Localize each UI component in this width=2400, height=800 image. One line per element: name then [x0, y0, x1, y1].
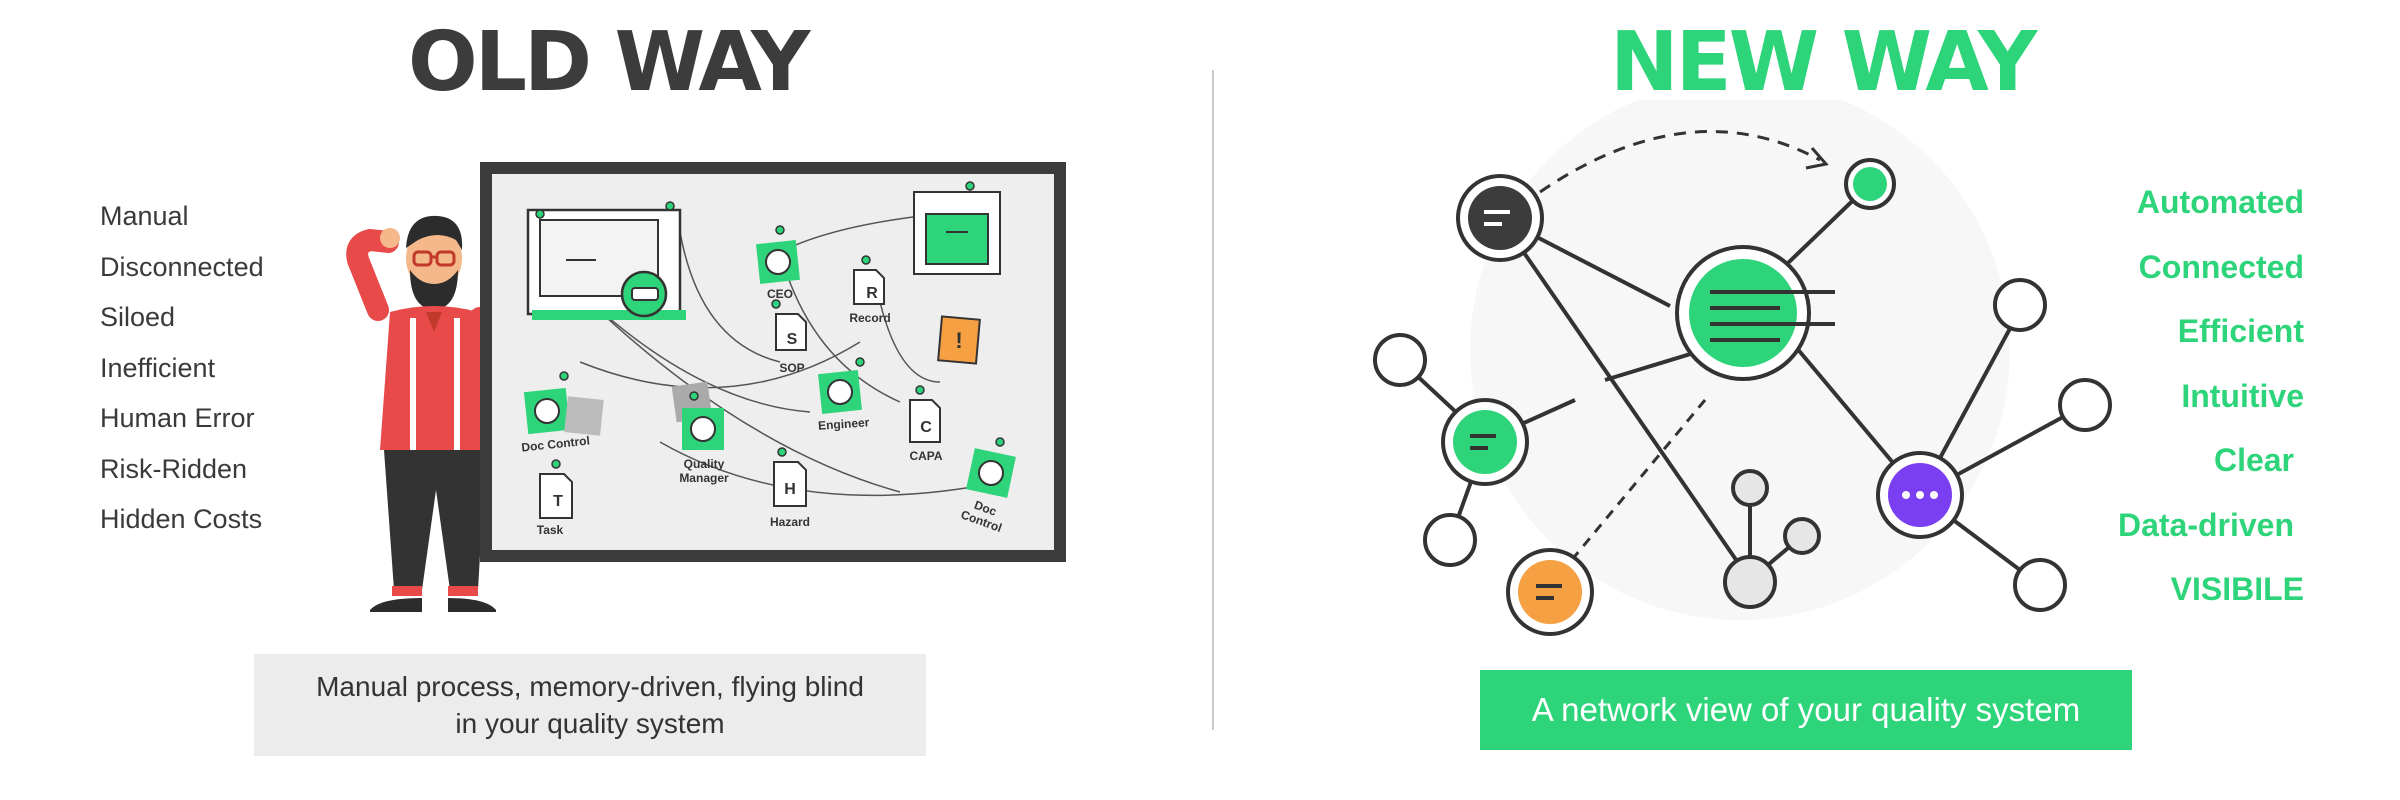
new-way-caption: A network view of your quality system [1480, 670, 2132, 750]
quality-manager-label-1: Quality [684, 457, 725, 471]
grey-nodes [1723, 469, 1821, 609]
arrow-head [1805, 147, 1829, 170]
old-caption-line-2: in your quality system [455, 708, 725, 739]
old-way-caption: Manual process, memory-driven, flying bl… [254, 654, 926, 756]
new-trait-clear: Clear [2213, 442, 2294, 478]
new-trait-visible: VISIBILE [2170, 571, 2304, 607]
old-trait-inefficient: Inefficient [100, 352, 216, 383]
hazard-card: H Hazard [770, 461, 810, 529]
leaf-nodes [1373, 278, 2112, 612]
dashed-connector [1553, 399, 1707, 581]
file-drawer-sketch [913, 191, 1001, 275]
orange-node [1506, 548, 1594, 636]
ceo-card: CEO [756, 240, 800, 301]
computer-sketch [526, 208, 686, 320]
task-label: Task [537, 523, 564, 537]
hazard-letter: H [784, 481, 796, 498]
old-caption-line-1: Manual process, memory-driven, flying bl… [316, 671, 864, 702]
capa-card: C CAPA [909, 399, 943, 463]
network-diagram [1373, 100, 2112, 636]
sop-letter: S [787, 331, 798, 348]
old-way-traits: Manual Disconnected Siloed Inefficient H… [100, 196, 264, 550]
new-way-heading: NEW WAY [1610, 15, 2037, 110]
hazard-label: Hazard [770, 515, 810, 529]
task-letter: T [553, 493, 563, 510]
quality-manager-card: Quality Manager [671, 381, 729, 485]
engineer-label: Engineer [818, 415, 871, 433]
old-trait-manual: Manual [100, 201, 189, 231]
disconnected-whiteboard: CEO R Record S SOP ! Doc Control Quality… [480, 162, 1066, 562]
green-node [1441, 398, 1529, 486]
hub-node [1675, 245, 1835, 381]
sop-card: S SOP [775, 313, 807, 375]
old-trait-hidden-costs: Hidden Costs [100, 504, 263, 534]
record-label: Record [849, 311, 890, 325]
capa-label: CAPA [909, 449, 942, 463]
new-trait-data-driven: Data-driven [2117, 506, 2294, 543]
record-letter: R [866, 285, 878, 302]
svg-text:!: ! [955, 328, 962, 353]
task-card: T Task [537, 473, 573, 537]
old-trait-risk-ridden: Risk-Ridden [100, 453, 248, 484]
new-way-traits: Automated Connected Efficient Intuitive … [2118, 178, 2304, 630]
new-trait-automated: Automated [2136, 184, 2304, 220]
new-trait-efficient: Efficient [2177, 313, 2304, 349]
warning-sticky-note: ! [937, 315, 981, 365]
engineer-card: Engineer [818, 370, 871, 433]
old-trait-human-error: Human Error [100, 403, 255, 433]
dashed-arc [1539, 130, 1821, 194]
quality-manager-label-2: Manager [679, 471, 729, 485]
small-green-node [1844, 158, 1896, 210]
purple-node [1876, 451, 1964, 539]
capa-letter: C [920, 419, 932, 436]
old-trait-siloed: Siloed [100, 302, 176, 332]
new-trait-intuitive: Intuitive [2181, 377, 2304, 414]
record-card: R Record [849, 269, 891, 325]
sop-label: SOP [779, 361, 804, 375]
dark-node [1456, 174, 1544, 262]
old-way-heading: OLD WAY [408, 15, 810, 110]
section-divider [1212, 70, 1214, 730]
ceo-label: CEO [767, 287, 793, 301]
board-pins [535, 181, 1005, 469]
old-trait-disconnected: Disconnected [100, 251, 264, 282]
new-trait-connected: Connected [2138, 248, 2304, 285]
